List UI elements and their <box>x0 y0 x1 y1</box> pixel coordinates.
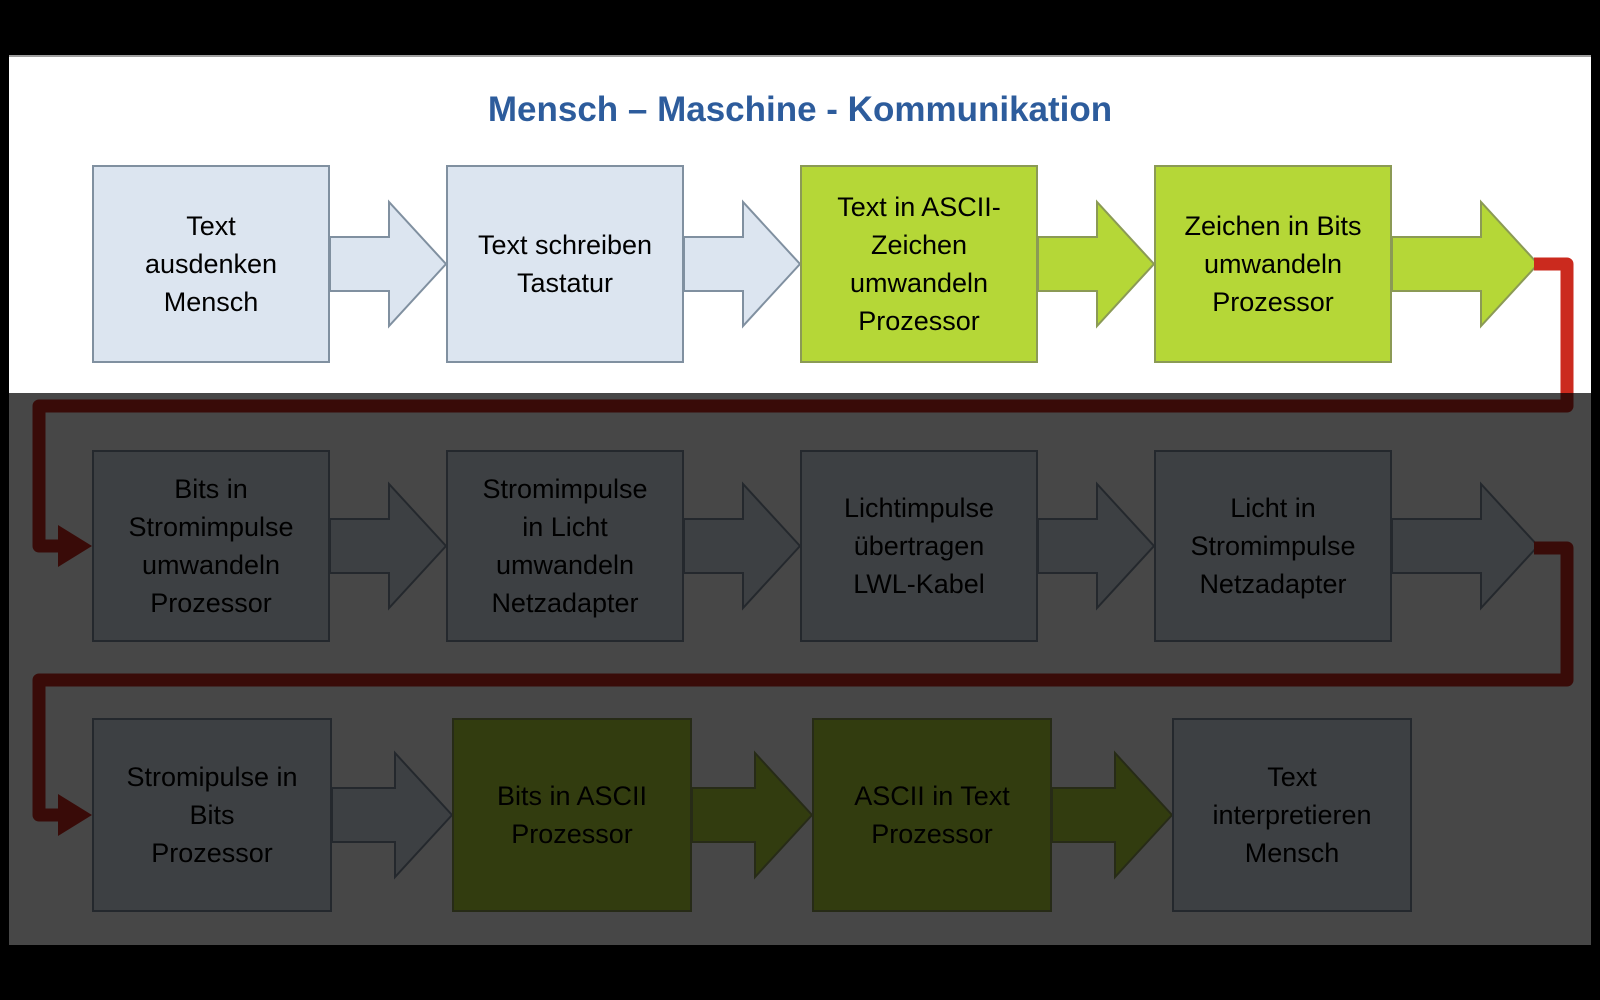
step-box-zeichen-in-bits: Zeichen in Bits umwandeln Prozessor <box>1154 165 1392 363</box>
slide-title: Mensch – Maschine - Kommunikation <box>487 90 1113 129</box>
step-box-text-ausdenken: Text ausdenken Mensch <box>92 165 330 363</box>
step-box-text-in-ascii: Text in ASCII- Zeichen umwandeln Prozess… <box>800 165 1038 363</box>
dim-overlay <box>9 393 1591 945</box>
step-box-text-schreiben: Text schreiben Tastatur <box>446 165 684 363</box>
